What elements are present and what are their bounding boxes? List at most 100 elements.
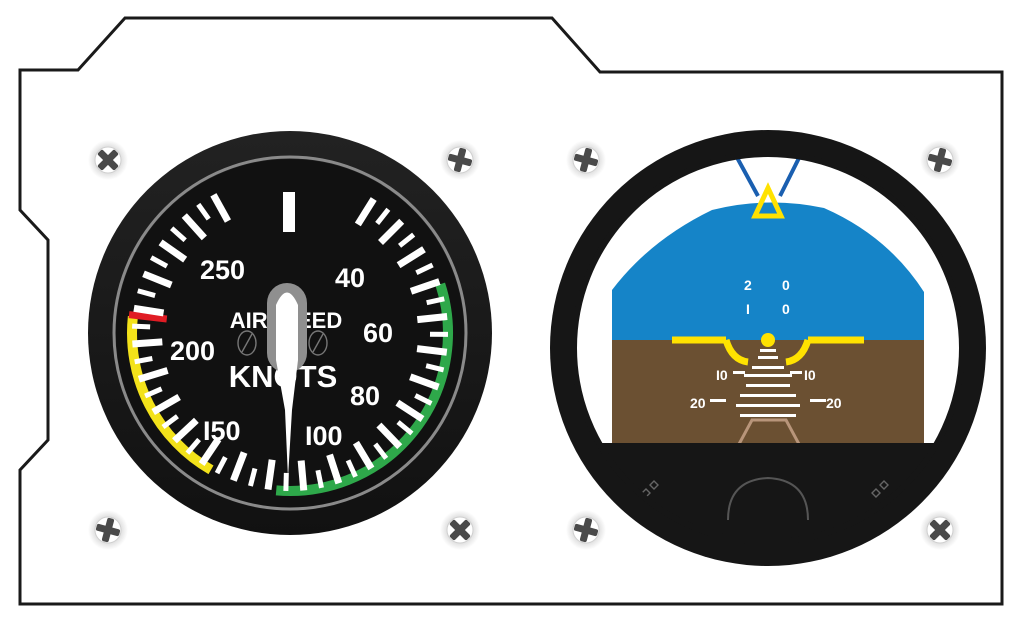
ghost-needle-right bbox=[308, 330, 328, 356]
airspeed-tick bbox=[158, 239, 188, 263]
airspeed-tick bbox=[375, 207, 391, 225]
airspeed-tick bbox=[230, 451, 248, 482]
airspeed-digit-one-bar bbox=[283, 192, 295, 232]
pitch-down20-left: 20 bbox=[690, 395, 706, 411]
airspeed-tick bbox=[132, 323, 151, 330]
airspeed-tick bbox=[214, 456, 228, 475]
airspeed-label-80: 80 bbox=[350, 381, 380, 411]
bank-index-triangle bbox=[751, 182, 785, 219]
airspeed-tick bbox=[134, 356, 153, 365]
airspeed-tick bbox=[409, 278, 441, 295]
panel-screw bbox=[920, 140, 960, 180]
airspeed-tick bbox=[133, 304, 165, 317]
pitch-ladder-bar bbox=[744, 374, 792, 377]
airspeed-tick bbox=[425, 363, 445, 373]
panel-screw bbox=[440, 510, 480, 550]
airspeed-tick bbox=[345, 459, 358, 478]
airspeed-tick bbox=[144, 386, 163, 399]
airspeed-tick bbox=[248, 467, 258, 487]
airspeed-tick bbox=[416, 345, 448, 356]
airspeed-indicator: 250 200 I50 I00 80 60 40 AIRSPEED KNOTS bbox=[88, 131, 492, 535]
airspeed-label-60: 60 bbox=[363, 318, 393, 348]
airspeed-tick bbox=[297, 460, 308, 491]
airspeed-tick bbox=[137, 367, 169, 383]
airspeed-bezel-ring bbox=[112, 155, 468, 511]
pitch-up10-right: 0 bbox=[782, 301, 790, 317]
airspeed-tick bbox=[416, 313, 448, 324]
pitch-ladder-bar bbox=[758, 356, 778, 359]
airspeed-tick bbox=[354, 197, 377, 227]
airspeed-tick bbox=[426, 296, 445, 306]
airspeed-label-100: I00 bbox=[305, 421, 343, 451]
airspeed-tick bbox=[172, 417, 199, 444]
pitch-ladder-bar bbox=[746, 384, 790, 387]
pitch-ladder-bar bbox=[733, 371, 745, 374]
airspeed-tick bbox=[142, 270, 173, 289]
airspeed-tick bbox=[373, 442, 389, 460]
miniature-airplane bbox=[672, 333, 864, 366]
attitude-indicator: 2 0 I 0 I0 I0 20 20 bbox=[550, 130, 986, 566]
ground-perspective bbox=[736, 418, 802, 447]
airspeed-tick bbox=[326, 453, 343, 485]
panel-screw bbox=[566, 510, 606, 550]
airspeed-label-150: I50 bbox=[203, 416, 241, 446]
pitch-ladder-bar bbox=[790, 371, 802, 374]
attitude-sky bbox=[612, 202, 924, 340]
ghost-needle-left-line bbox=[241, 333, 253, 353]
airspeed-tick bbox=[396, 246, 426, 269]
airspeed-tick bbox=[185, 437, 201, 455]
pitch-up20-left: 2 bbox=[744, 277, 752, 293]
airspeed-tick bbox=[396, 420, 414, 436]
panel-screw bbox=[88, 140, 128, 180]
airspeed-label-200: 200 bbox=[170, 336, 215, 366]
housing-screw-right bbox=[871, 480, 889, 498]
airspeed-tick bbox=[170, 226, 187, 243]
attitude-bezel-inner-edge bbox=[571, 151, 965, 545]
airspeed-tick bbox=[151, 393, 181, 416]
pitch-down10-left: I0 bbox=[716, 367, 728, 383]
pitch-down20-right: 20 bbox=[826, 395, 842, 411]
adjust-knob-outline bbox=[727, 476, 809, 521]
pitch-ladder-bar bbox=[710, 399, 726, 402]
yellow-arc bbox=[127, 315, 214, 475]
airspeed-tick bbox=[315, 469, 324, 489]
pitch-ladder bbox=[710, 349, 826, 417]
pitch-ladder-bar bbox=[740, 394, 796, 397]
airspeed-tick bbox=[198, 437, 222, 466]
airspeed-label-40: 40 bbox=[335, 263, 365, 293]
airspeed-tick bbox=[132, 338, 163, 348]
pitch-ladder-bar bbox=[760, 349, 776, 352]
airspeed-tick bbox=[395, 399, 425, 422]
ghost-needle-right-line bbox=[312, 333, 324, 353]
attitude-ground-right-fill bbox=[908, 290, 924, 340]
airspeed-tick bbox=[149, 255, 169, 269]
panel-screw bbox=[88, 510, 128, 550]
pitch-ladder-bar bbox=[810, 399, 826, 402]
airspeed-label-250: 250 bbox=[200, 255, 245, 285]
airspeed-tick bbox=[378, 218, 405, 245]
panel-screw bbox=[566, 140, 606, 180]
panel-screw bbox=[920, 510, 960, 550]
pitch-ladder-bar bbox=[740, 414, 796, 417]
airspeed-tick bbox=[161, 414, 179, 429]
airspeed-tick bbox=[376, 422, 403, 450]
airspeed-tick bbox=[415, 262, 434, 275]
pitch-ladder-bar bbox=[736, 404, 800, 407]
pitch-up20-right: 0 bbox=[782, 277, 790, 293]
airspeed-tick bbox=[398, 232, 416, 248]
airspeed-tick bbox=[137, 288, 156, 298]
panel-screw bbox=[440, 140, 480, 180]
pitch-down10-right: I0 bbox=[804, 367, 816, 383]
airspeed-tick bbox=[414, 393, 433, 406]
airspeed-tick bbox=[352, 440, 375, 471]
airspeed-tick bbox=[210, 193, 232, 223]
airspeed-tick bbox=[181, 213, 207, 241]
airspeed-needle bbox=[267, 283, 307, 478]
pitch-ladder-bar bbox=[752, 366, 784, 369]
airspeed-ticks bbox=[132, 193, 449, 492]
airspeed-tick bbox=[264, 459, 276, 490]
airspeed-tick bbox=[409, 373, 440, 391]
airspeed-tick bbox=[196, 202, 211, 221]
ghost-needle-left bbox=[237, 330, 257, 356]
